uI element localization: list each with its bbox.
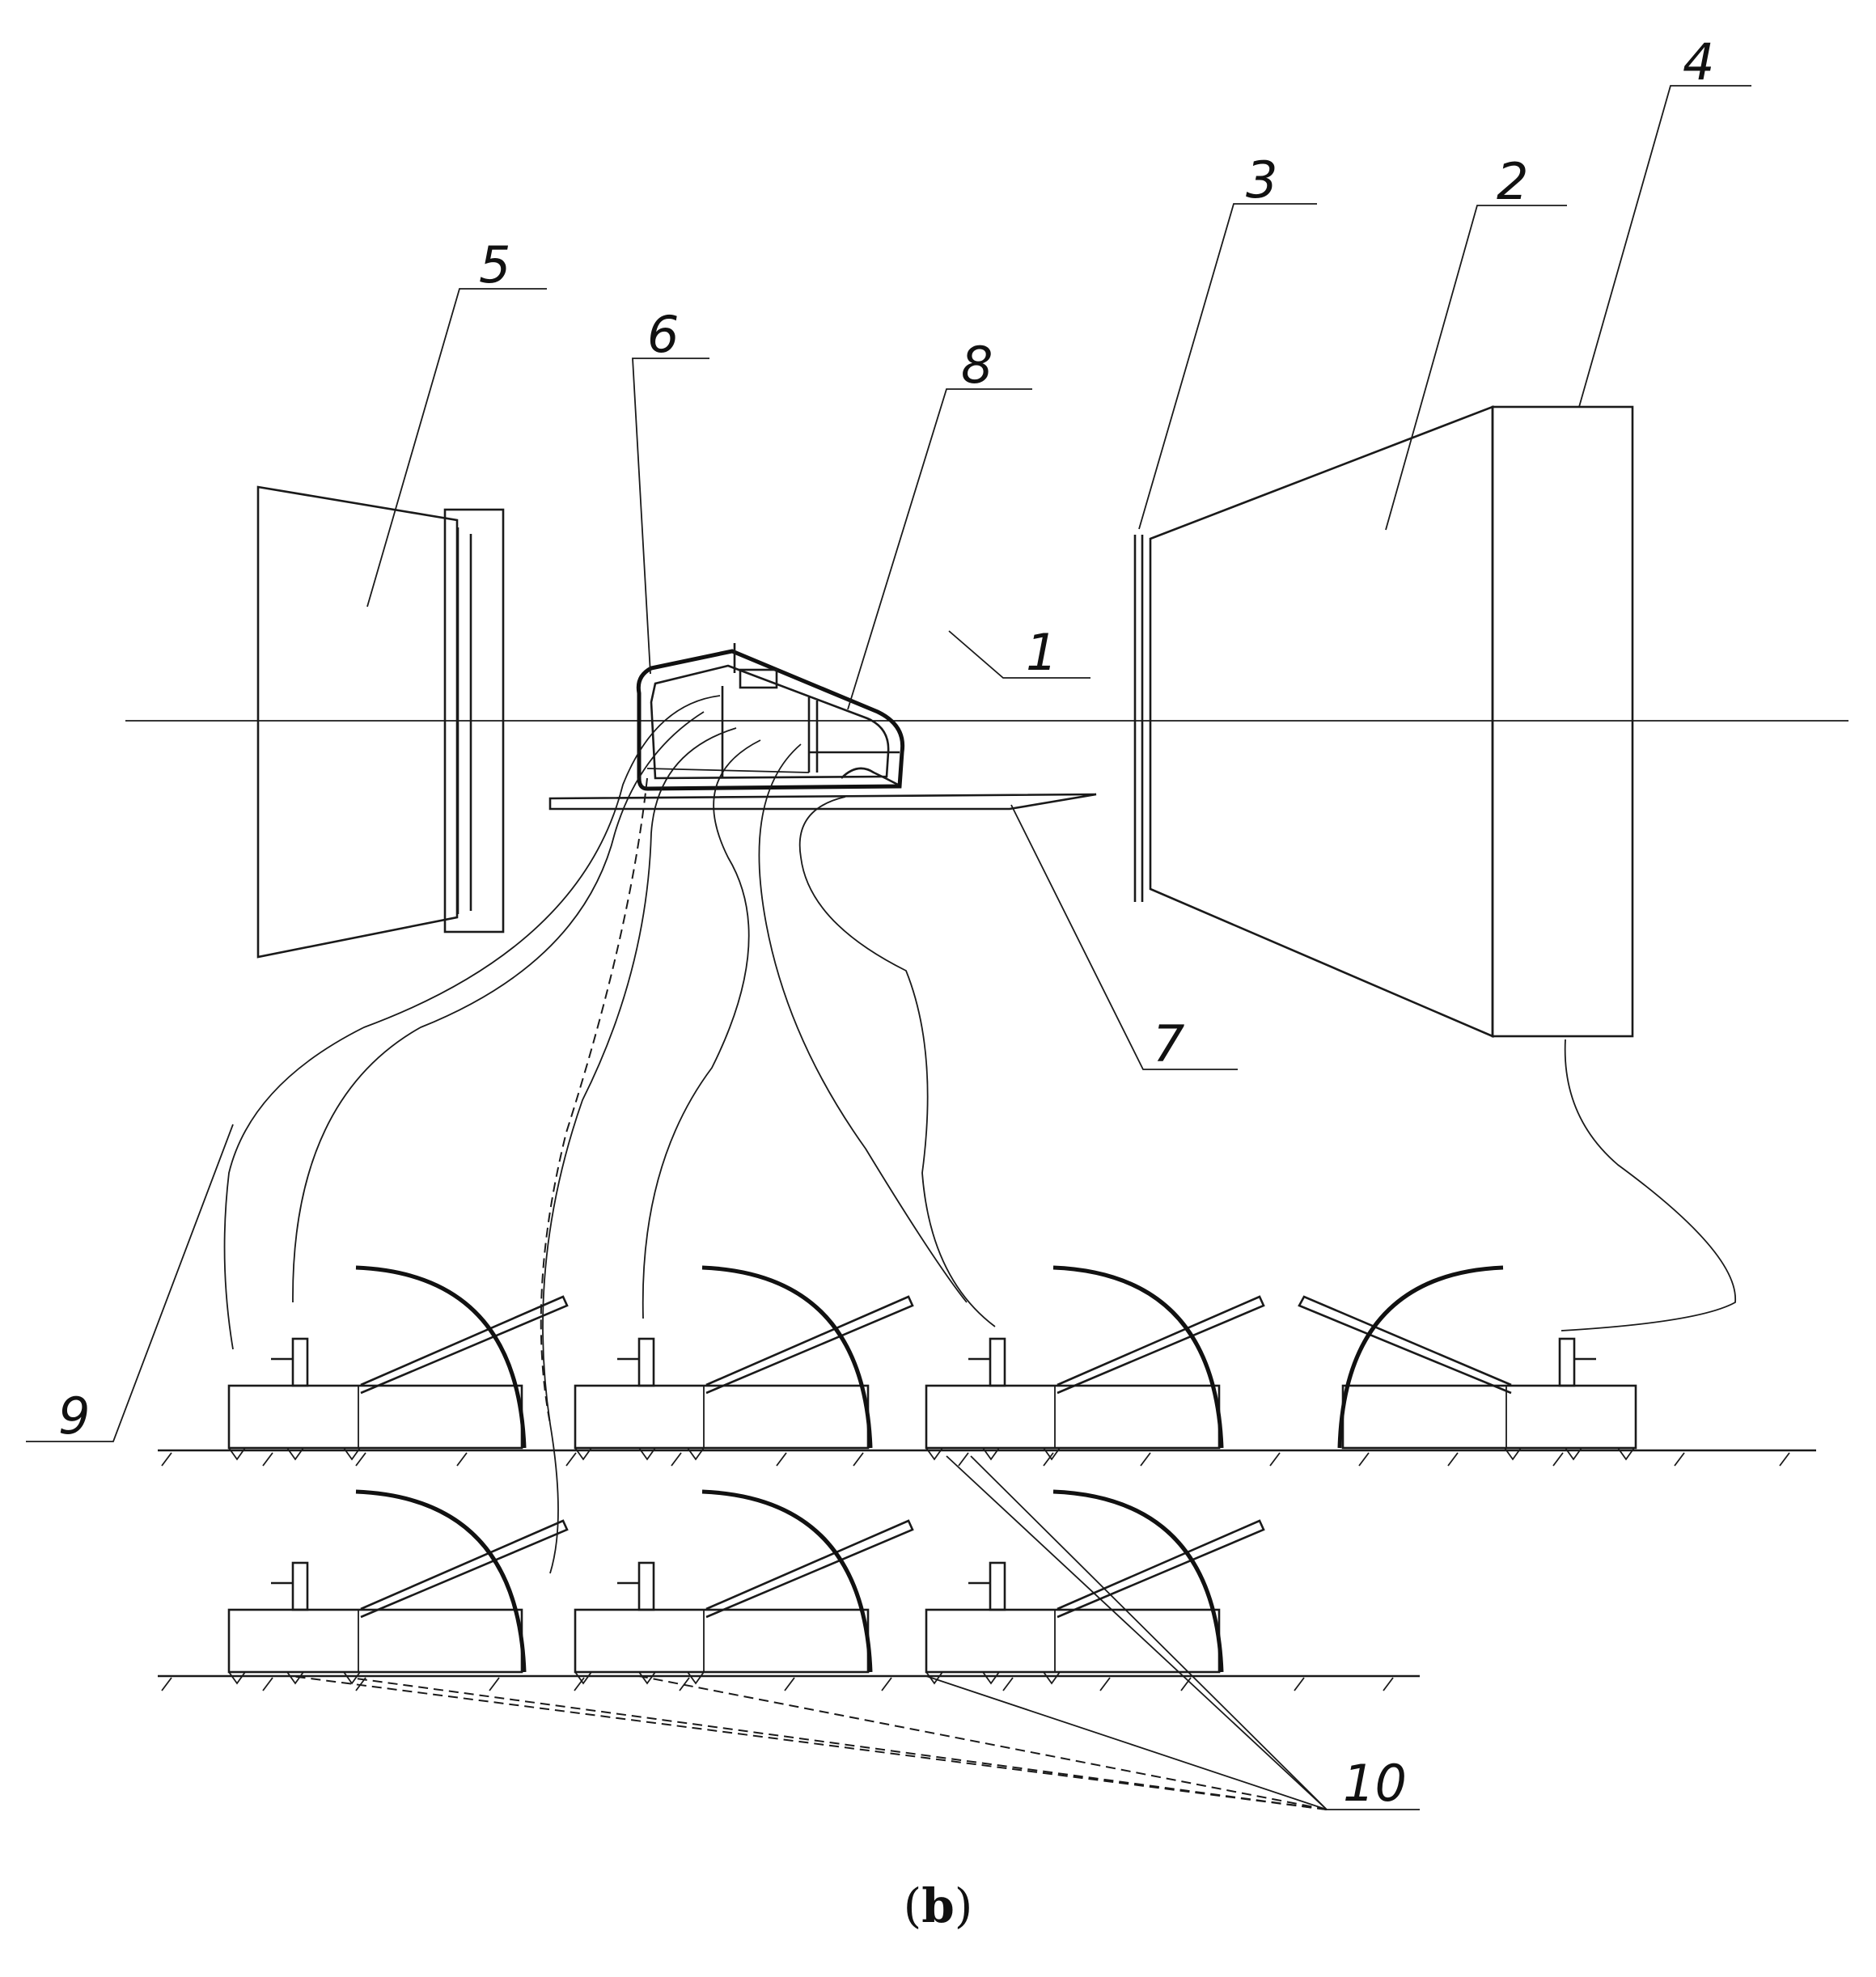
callout-8-label: 8 xyxy=(961,336,993,395)
callout-1: 1 xyxy=(948,623,1090,682)
callout-5: 5 xyxy=(366,235,547,607)
callout-7: 7 xyxy=(1010,804,1238,1073)
component-3-plate xyxy=(1133,535,1144,902)
component-2-housing xyxy=(1149,405,1494,1038)
caption-close: ) xyxy=(954,1878,973,1933)
beam-lines xyxy=(223,695,1736,1574)
callout-9-label: 9 xyxy=(58,1386,90,1446)
callout-7-label: 7 xyxy=(1153,1014,1184,1073)
callout-5-label: 5 xyxy=(479,235,510,294)
callout-6-label: 6 xyxy=(647,305,679,364)
callout-6: 6 xyxy=(632,305,709,675)
upper-unit-1 xyxy=(227,1265,569,1450)
ground-hatch xyxy=(161,1452,1790,1691)
upper-row-wheels xyxy=(228,1447,1635,1461)
callout-9: 9 xyxy=(26,1124,234,1446)
callout-2: 2 xyxy=(1385,152,1567,531)
callout-3-label: 3 xyxy=(1246,150,1277,210)
callout-2-label: 2 xyxy=(1497,152,1528,211)
caption-letter: b xyxy=(921,1878,955,1933)
upper-unit-2 xyxy=(574,1265,914,1450)
figure-caption: (b) xyxy=(0,1878,1876,1933)
component-7-base-plate xyxy=(548,793,1097,811)
upper-unit-3 xyxy=(925,1265,1265,1450)
lower-unit-2 xyxy=(574,1489,914,1674)
callout-8: 8 xyxy=(847,336,1032,710)
caption-open: ( xyxy=(903,1878,922,1933)
lower-row-wheels xyxy=(228,1671,1061,1685)
callout-10-label: 10 xyxy=(1343,1754,1407,1813)
callout-1-label: 1 xyxy=(1026,623,1057,682)
callout-3: 3 xyxy=(1138,150,1317,530)
lower-unit-1 xyxy=(227,1489,569,1674)
component-5-left-lens xyxy=(256,485,505,959)
component-4-box xyxy=(1491,405,1634,1038)
callout-4: 4 xyxy=(1578,32,1751,408)
component-6-source-housing xyxy=(636,643,905,791)
callout-4-label: 4 xyxy=(1683,32,1714,91)
upper-unit-4-mirrored xyxy=(1298,1265,1637,1450)
lower-unit-3 xyxy=(925,1489,1265,1674)
callout-10: 10 xyxy=(290,1455,1420,1813)
